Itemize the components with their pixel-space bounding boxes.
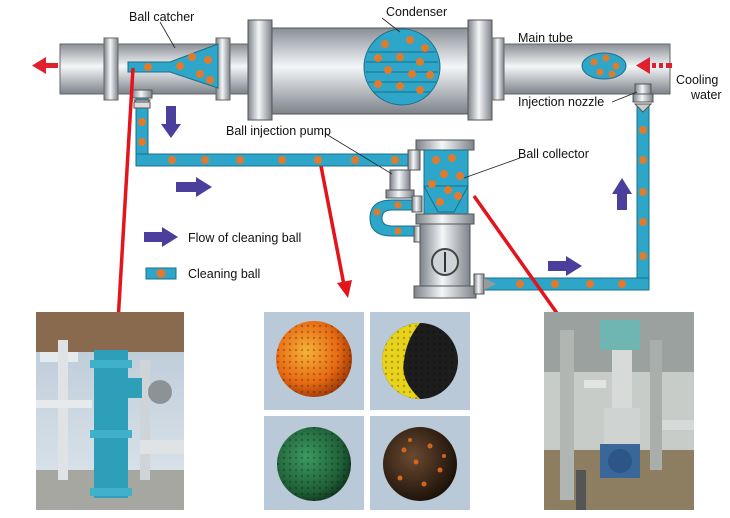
leader-lines [159, 17, 638, 179]
cooling-water-arrow [636, 57, 672, 74]
label-condenser: Condenser [386, 5, 448, 19]
label-main-tube: Main tube [518, 31, 573, 45]
flow-arrow-up [612, 178, 632, 210]
ball-catcher [127, 43, 219, 89]
outlet-arrow [32, 57, 58, 74]
valves [131, 83, 654, 113]
flow-arrow-right-1 [176, 177, 212, 197]
label-ball-injection-pump: Ball injection pump [226, 124, 331, 138]
condenser [247, 19, 493, 121]
photo-cleaning-balls [264, 312, 470, 510]
ball-injection-pump [385, 149, 425, 243]
label-ball-catcher: Ball catcher [129, 10, 195, 24]
ball-collector [413, 139, 496, 299]
legend-ball-label: Cleaning ball [188, 267, 261, 281]
photo-ball-collector [544, 312, 694, 510]
legend-flow-swatch [144, 227, 178, 247]
balls-in-pipe [138, 118, 647, 288]
legend-ball-swatch [145, 267, 177, 280]
photo-ball-catcher [36, 312, 184, 510]
flow-arrow-down [161, 106, 181, 138]
label-ball-collector: Ball collector [518, 147, 589, 161]
legend-flow-label: Flow of cleaning ball [188, 231, 302, 245]
label-cooling-water-line2: water [691, 88, 722, 102]
flow-arrow-right-2 [548, 256, 582, 276]
label-injection-nozzle: Injection nozzle [518, 95, 605, 109]
flow-arrows [161, 106, 632, 276]
label-cooling-water-line1: Cooling [676, 73, 719, 87]
